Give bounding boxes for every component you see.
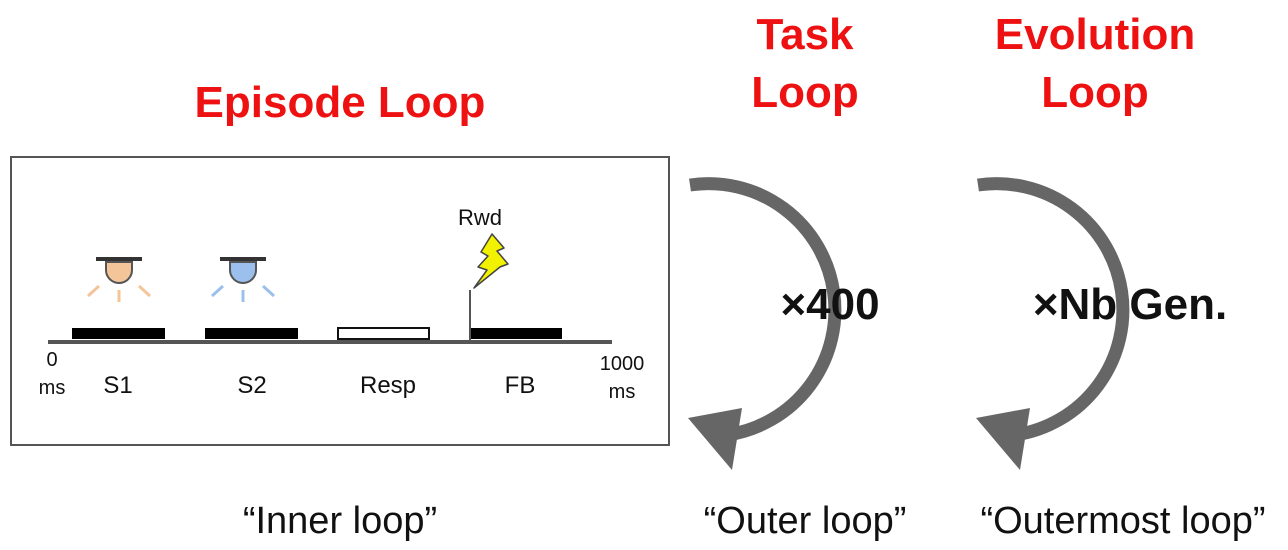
reward-label: Rwd <box>457 205 502 230</box>
task-loop-title: Task Loop <box>720 6 890 122</box>
evolution-loop-multiplier: ×Nb Gen. <box>1032 280 1228 329</box>
evolution-loop-title-line2: Loop <box>1041 68 1149 117</box>
phase-label-fb: FB <box>504 372 536 399</box>
outermost-loop-caption: “Outermost loop” <box>980 500 1266 542</box>
timeline-start-label: 0 ms <box>30 346 74 402</box>
outer-loop-caption: “Outer loop” <box>703 500 907 542</box>
timeline-start-value: 0 <box>46 349 58 371</box>
inner-loop-caption: “Inner loop” <box>242 500 438 542</box>
resp-bar <box>337 327 430 340</box>
task-loop-multiplier: ×400 <box>780 280 880 329</box>
phase-label-s2: S2 <box>237 372 267 399</box>
episode-timeline-panel <box>10 156 670 446</box>
timeline-start-unit: ms <box>38 377 66 399</box>
evolution-loop-arrow-icon <box>976 177 1130 470</box>
s1-bar <box>72 328 165 339</box>
evolution-loop-title: Evolution Loop <box>960 6 1230 122</box>
timeline-end-unit: ms <box>608 381 636 403</box>
episode-loop-title: Episode Loop <box>194 78 486 127</box>
fb-bar <box>470 328 562 339</box>
phase-label-resp: Resp <box>359 372 417 399</box>
timeline-end-value: 1000 <box>599 353 645 375</box>
task-loop-arrow-icon <box>688 177 842 470</box>
reward-lightning-icon <box>473 233 509 289</box>
task-loop-title-line1: Task <box>756 10 854 59</box>
blue-lamp-icon <box>210 257 276 302</box>
timeline-end-label: 1000 ms <box>592 350 652 406</box>
evolution-loop-title-line1: Evolution <box>994 10 1196 59</box>
orange-lamp-icon <box>86 257 152 302</box>
task-loop-title-line2: Loop <box>751 68 859 117</box>
phase-label-s1: S1 <box>103 372 133 399</box>
s2-bar <box>205 328 298 339</box>
